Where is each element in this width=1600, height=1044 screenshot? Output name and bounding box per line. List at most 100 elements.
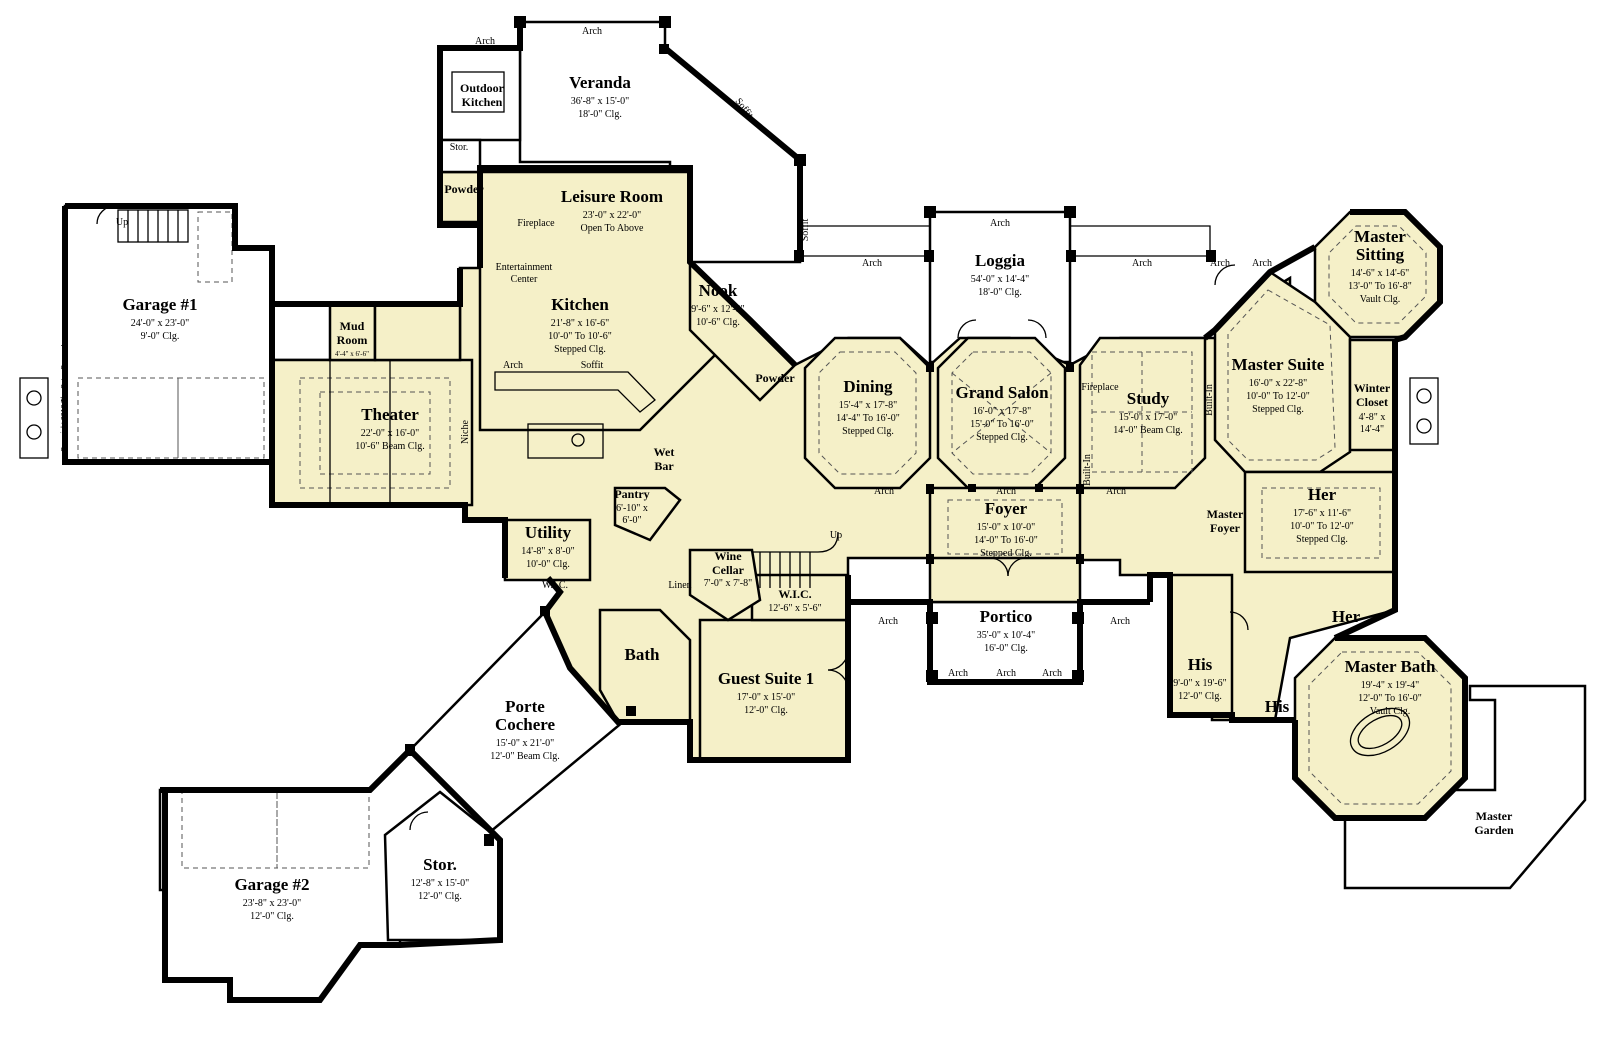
wall-south-west (541, 575, 851, 763)
salon-name: Grand Salon (955, 383, 1049, 402)
arch-label: Arch (862, 258, 882, 269)
guest-suite-room (698, 618, 850, 762)
master-garden-name-2: Garden (1474, 823, 1514, 837)
foyer-dims: 15'-0" x 10'-0" (977, 522, 1035, 533)
outdoor-kitchen-name-2: Kitchen (462, 95, 503, 109)
loggia-rail-right (1070, 225, 1211, 257)
kitchen-counter (494, 371, 656, 413)
pantry-room (613, 486, 682, 542)
study-built-in-1: Built-In (1082, 454, 1093, 486)
entertainment-label-2: Center (511, 274, 538, 285)
leisure-clg: Open To Above (581, 223, 645, 234)
study-dims: 15'-0" x 17'-0" (1119, 412, 1177, 423)
arch-label: Arch (1106, 486, 1126, 497)
wall-his (1147, 572, 1295, 723)
master-foyer-name-1: Master (1207, 507, 1244, 521)
arch-labels: Arch Arch Arch Arch Arch Arch Arch Arch … (475, 26, 1272, 679)
arch-label: Arch (990, 218, 1010, 229)
her-wc-name: Her (1332, 607, 1361, 626)
winter-closet-name-1: Winter (1354, 381, 1391, 395)
his-closet-name: His (1188, 655, 1213, 674)
garage-1-stair (117, 209, 189, 243)
kitchen-arch: Arch (503, 360, 523, 371)
theater-name: Theater (361, 405, 419, 424)
his-wc-name: His (1265, 697, 1290, 716)
study-name: Study (1127, 389, 1170, 408)
wic-left-name: W.I.C. (542, 580, 568, 591)
veranda-name: Veranda (569, 73, 631, 92)
master-suite-clg-1: 10'-0" To 12'-0" (1246, 391, 1310, 402)
foyer-name: Foyer (985, 499, 1028, 518)
wine-dims: 7'-0" x 7'-8" (704, 578, 752, 589)
entertainment-label-1: Entertainment (496, 262, 553, 273)
master-bath-clg-1: 12'-0" To 16'-0" (1358, 693, 1422, 704)
arch-label: Arch (948, 668, 968, 679)
bath-name: Bath (625, 645, 661, 664)
arch-label: Arch (1210, 258, 1230, 269)
garage-1-up: Up (116, 217, 128, 228)
dining-clg-2: Stepped Clg. (842, 426, 894, 437)
porte-dims: 15'-0" x 21'-0" (496, 738, 554, 749)
nook-name: Nook (699, 281, 738, 300)
soffit-label-left: Soffit (800, 218, 811, 241)
wall-master-east (1333, 340, 1398, 641)
loggia-clg: 18'-0" Clg. (978, 287, 1022, 298)
fireplace-label-leisure: Fireplace (517, 218, 555, 229)
foyer-clg-1: 14'-0" To 16'-0" (974, 535, 1038, 546)
arch-label: Arch (874, 486, 894, 497)
kitchen-dims: 21'-8" x 16'-6" (551, 318, 609, 329)
stor-top-name: Stor. (450, 142, 469, 153)
theater-room (270, 358, 474, 507)
study-clg: 14'-0" Beam Clg. (1113, 425, 1183, 436)
foyer-up: Up (830, 530, 842, 541)
hall-strip (373, 302, 462, 362)
arch-label: Arch (878, 616, 898, 627)
wall-garage-1 (62, 203, 275, 465)
wall-theater (269, 360, 508, 578)
main-stair (752, 531, 839, 588)
arch-label: Arch (1252, 258, 1272, 269)
utility-dims: 14'-8" x 8'-0" (521, 546, 574, 557)
wall-mud (272, 268, 463, 307)
master-sitting-name-2: Sitting (1356, 245, 1405, 264)
porte-name-2: Cochere (495, 715, 556, 734)
salon-clg-2: Stepped Clg. (976, 432, 1028, 443)
wall-garage-2 (160, 745, 503, 1003)
master-sitting-dims: 14'-6" x 14'-6" (1351, 268, 1409, 279)
wine-cellar-room (688, 548, 762, 622)
loggia-name: Loggia (975, 251, 1026, 270)
outdoor-kitchen (438, 46, 522, 142)
garage-1-dims: 24'-0" x 23'-0" (131, 318, 189, 329)
garden-vent (1409, 377, 1439, 445)
theater-niche: Niche (460, 420, 471, 444)
stor-bottom-clg: 12'-0" Clg. (418, 891, 462, 902)
arch-label: Arch (996, 486, 1016, 497)
pantry-dims-1: 6'-10" x (616, 503, 648, 514)
stor-bottom-dims: 12'-8" x 15'-0" (411, 878, 469, 889)
arch-label: Arch (1132, 258, 1152, 269)
utility-name: Utility (525, 523, 572, 542)
arch-label: Arch (996, 668, 1016, 679)
garage-1-clg: 9'-0" Clg. (141, 331, 180, 342)
winter-closet-name-2: Closet (1356, 395, 1388, 409)
portico-dims: 35'-0" x 10'-4" (977, 630, 1035, 641)
kitchen-name: Kitchen (551, 295, 609, 314)
master-suite-clg-2: Stepped Clg. (1252, 404, 1304, 415)
bathtub (1349, 707, 1411, 757)
winter-closet-dims-2: 14'-4" (1360, 424, 1384, 435)
master-foyer-name-2: Foyer (1210, 521, 1241, 535)
veranda-dims: 36'-8" x 15'-0" (571, 96, 629, 107)
study-fireplace: Fireplace (1081, 382, 1119, 393)
garage-2-dims: 23'-8" x 23'-0" (243, 898, 301, 909)
guest-dims: 17'-0" x 15'-0" (737, 692, 795, 703)
powder-left-name: Powder (444, 182, 484, 196)
her-closet-dims: 17'-6" x 11'-6" (1293, 508, 1351, 519)
dining-name: Dining (843, 377, 893, 396)
theater-clg: 10'-6" Beam Clg. (355, 441, 425, 452)
outdoor-kitchen-name-1: Outdoor (460, 81, 505, 95)
wall-master-bath (1292, 635, 1468, 821)
porte-name-1: Porte (505, 697, 545, 716)
door-swings (96, 205, 1249, 831)
loggia-dims: 54'-0" x 14'-4" (971, 274, 1029, 285)
her-closet-clg-1: 10'-0" To 12'-0" (1290, 521, 1354, 532)
